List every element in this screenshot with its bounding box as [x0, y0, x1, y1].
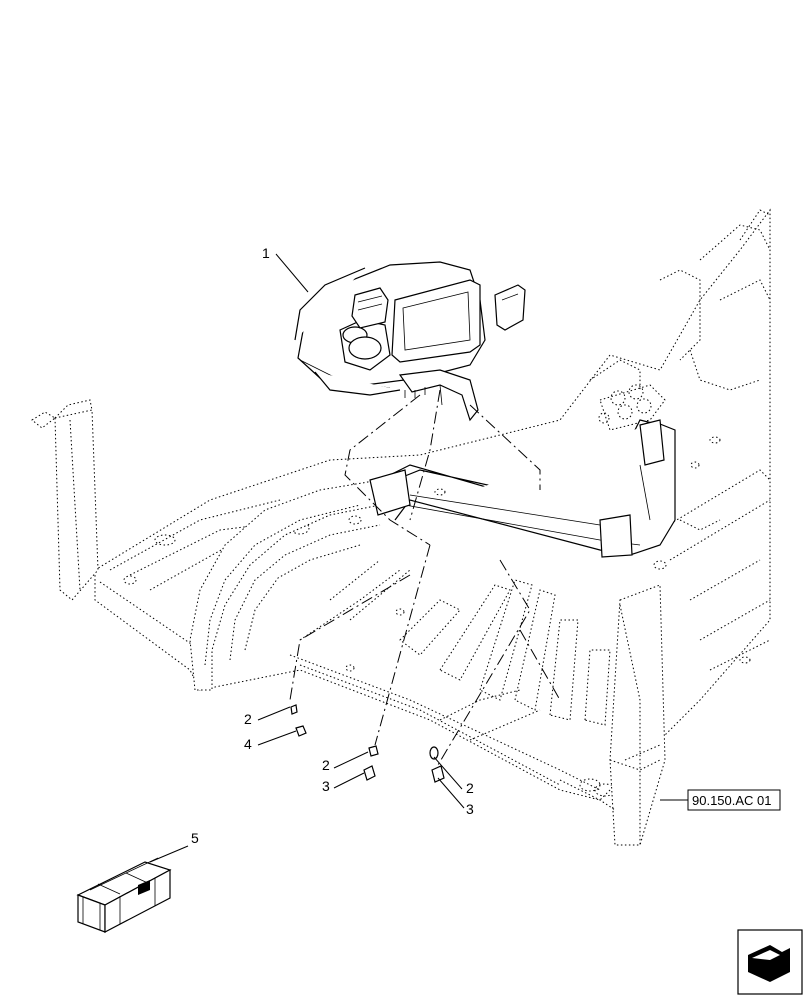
- washer-2-right: [429, 746, 439, 760]
- callout-2-washer-right: 2: [466, 780, 474, 796]
- left-cab-post: [31, 399, 99, 601]
- reference-box-label: 90.150.AC 01: [692, 793, 772, 808]
- washer-2-left: [290, 704, 298, 715]
- callout-2-washer-mid: 2: [322, 757, 330, 773]
- shipping-crate-icon: [76, 857, 172, 933]
- air-duct-crossmember: [369, 419, 676, 558]
- hardware: [290, 704, 445, 783]
- callout-2-washer-left: 2: [244, 711, 252, 727]
- reference-box[interactable]: 90.150.AC 01: [687, 789, 781, 811]
- callout-3-bolt-right: 3: [466, 801, 474, 817]
- bolt-4: [295, 725, 307, 737]
- callout-leaders: [149, 253, 688, 863]
- next-page-arrow-icon[interactable]: [737, 929, 803, 995]
- washer-2-mid: [368, 745, 379, 757]
- assembly-lines: [289, 389, 561, 771]
- cab-platform-frame: [94, 208, 771, 801]
- right-cab-pillar: [559, 584, 666, 846]
- callout-3-bolt-mid: 3: [322, 778, 330, 794]
- bolt-3-right: [431, 765, 445, 783]
- display-monitor-assembly[interactable]: [294, 261, 526, 422]
- bolt-3-mid: [363, 765, 376, 781]
- floor-ribs: [329, 559, 611, 741]
- callout-5: 5: [191, 830, 199, 846]
- left-wheel-arch: [189, 479, 401, 691]
- callout-1: 1: [262, 245, 270, 261]
- callout-4-bolt: 4: [244, 736, 252, 752]
